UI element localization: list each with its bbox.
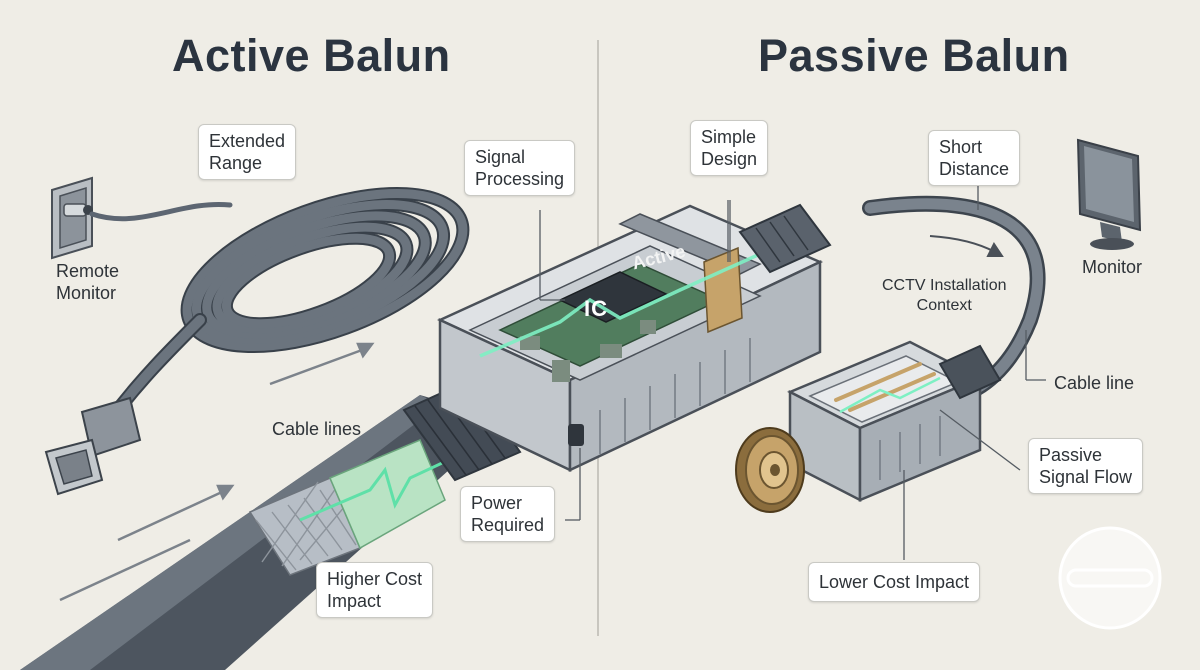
passive-balun-housing <box>787 340 1002 503</box>
bnc-connector-icon <box>735 427 805 513</box>
callout-signal-processing: Signal Processing <box>464 140 576 196</box>
callout-extended-range: Extended Range <box>198 124 297 180</box>
callout-power-required: Power Required <box>460 486 556 542</box>
ic-chip-label: IC <box>584 296 608 321</box>
passive-balun-title: Passive Balun <box>758 30 1070 81</box>
leader-lines-left <box>539 200 731 521</box>
wall-camera-icon <box>51 176 93 260</box>
watermark-logo-icon <box>1058 526 1162 630</box>
active-balun-title: Active Balun <box>172 30 451 81</box>
flow-arrows-left <box>59 342 375 602</box>
power-jack-icon <box>568 424 584 446</box>
label-cable-lines: Cable lines <box>272 419 362 439</box>
callout-lower-cost-impact: Lower Cost Impact <box>808 562 981 602</box>
rear-connector <box>738 203 832 274</box>
label-monitor: Monitor <box>1082 257 1143 277</box>
label-cctv-installation-context: CCTV Installation Context <box>882 277 1007 314</box>
coiled-cable <box>180 186 470 354</box>
callout-simple-design: Simple Design <box>690 120 769 176</box>
active-balun-housing <box>437 203 832 472</box>
camera-cable <box>89 201 233 222</box>
callout-passive-signal-flow: Passive Signal Flow <box>1028 438 1144 494</box>
leader-lines-right <box>727 186 1046 560</box>
main-cable <box>20 378 522 670</box>
callout-short-distance: Short Distance <box>928 130 1021 186</box>
label-cable-line: Cable line <box>1054 373 1135 393</box>
rj45-connector-icon <box>44 396 142 496</box>
callout-higher-cost-impact: Higher Cost Impact <box>316 562 434 618</box>
flow-arrow-right <box>929 235 1004 257</box>
monitor-icon <box>1076 138 1142 250</box>
label-remote-monitor: Remote Monitor <box>56 261 120 303</box>
